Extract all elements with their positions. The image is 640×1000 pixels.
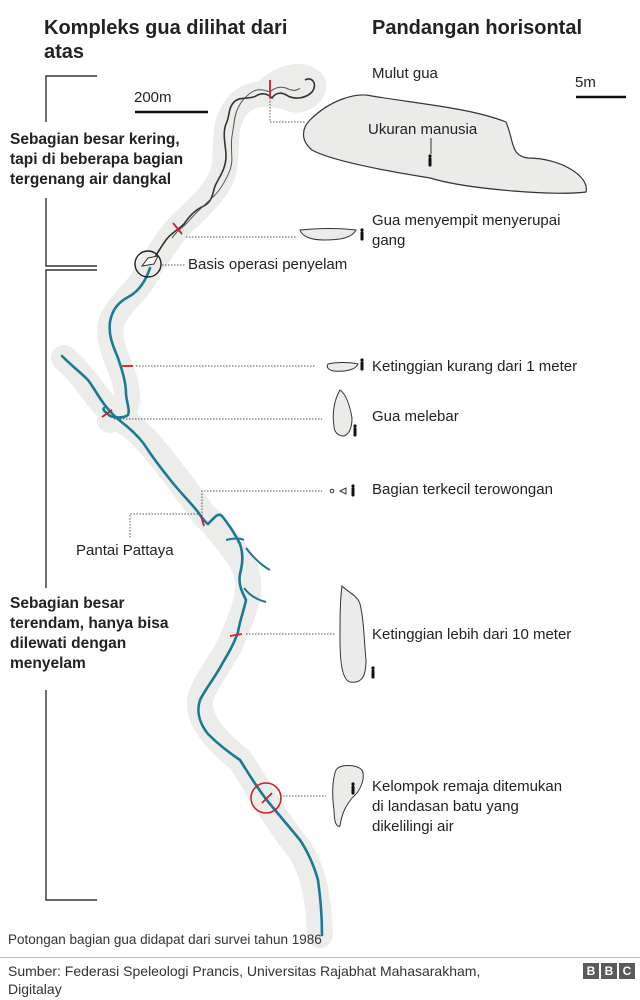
survey-note: Potongan bagian gua didapat dari survei … (8, 932, 322, 947)
profile-widens (332, 389, 353, 437)
dry-section-label: Sebagian besar kering, tapi di beberapa … (10, 131, 184, 188)
dive-base-chamber (140, 255, 159, 267)
pattaya-beach-label: Pantai Pattaya (76, 542, 174, 559)
water-branch-1 (245, 547, 271, 571)
profile-scale-label: 5m (575, 74, 596, 91)
dive-base-circle (134, 250, 162, 278)
profile-found (332, 765, 364, 827)
profile-tall (339, 584, 367, 683)
human-size-label: Ukuran manusia (368, 121, 478, 138)
footer-divider (0, 957, 640, 958)
dry-cave-passage (151, 78, 316, 263)
horizontal-view-title: Pandangan horisontal (372, 17, 583, 39)
dry-section-halo (133, 64, 326, 285)
section-markers (101, 80, 273, 804)
flooded-water-main (60, 354, 324, 937)
widens-label: Gua melebar (372, 408, 459, 425)
map-scale-label: 200m (134, 89, 172, 106)
water-branch-3 (225, 537, 245, 541)
dry-cave-passage-inner (171, 86, 301, 239)
profile-smallest-a (329, 488, 335, 494)
flooded-water-passage (102, 266, 152, 419)
leader-lines (114, 98, 336, 797)
found-location-label: Kelompok remaja ditemukan di landasan ba… (372, 778, 563, 835)
top-view-title: Kompleks gua dilihat dari atas (44, 17, 288, 63)
cave-mouth-label: Mulut gua (372, 65, 438, 82)
flooded-section-label: Sebagian besar terendam, hanya bisa dile… (10, 595, 169, 672)
dive-base-label: Basis operasi penyelam (188, 256, 348, 273)
profile-narrow (299, 228, 357, 241)
profile-cave-mouth (302, 94, 587, 194)
narrow-label: Gua menyempit menyerupai gang (372, 212, 561, 249)
smallest-label: Bagian terkecil terowongan (372, 481, 553, 498)
tall-label: Ketinggian lebih dari 10 meter (372, 626, 572, 643)
section-brackets (45, 75, 97, 901)
human-figures (351, 154, 432, 795)
source-credit: Sumber: Federasi Speleologi Prancis, Uni… (8, 963, 481, 997)
water-branch-2 (243, 587, 267, 603)
profile-smallest-b (338, 487, 347, 495)
found-location-circle[interactable] (250, 782, 282, 814)
low-height-label: Ketinggian kurang dari 1 meter (372, 358, 578, 375)
bbc-logo: B B C (583, 963, 635, 979)
profile-low (326, 362, 359, 372)
